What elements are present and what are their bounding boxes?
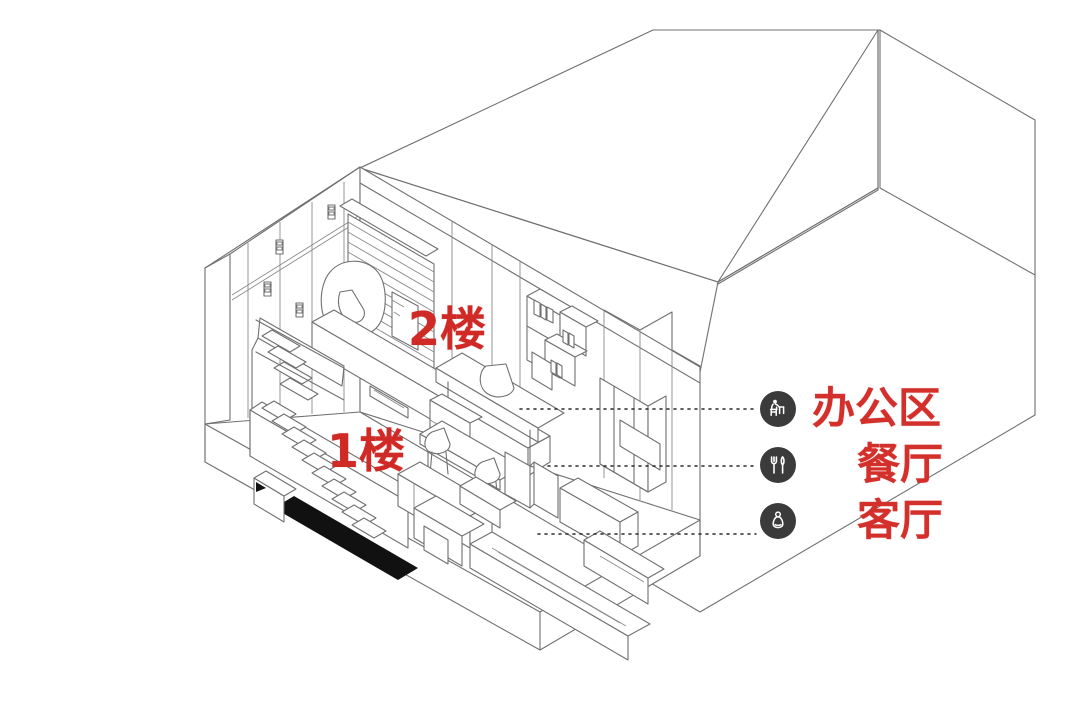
legend-item-living[interactable]: 客厅 (760, 498, 970, 544)
floor-label-2f: 2楼 (408, 302, 487, 356)
right-exterior-wall (699, 187, 879, 373)
side-panel-2f (391, 291, 419, 351)
legend-label-living: 客厅 (857, 495, 943, 546)
media-console-1f (469, 531, 651, 661)
fork-and-knife-icon (760, 447, 796, 483)
person-at-desk-icon (760, 391, 796, 427)
tv-panel-1f (504, 451, 559, 519)
legend-label-dining: 餐厅 (857, 439, 943, 490)
legend-item-office[interactable]: 办公区 (760, 386, 952, 432)
staircase-upper-flight (251, 317, 345, 409)
ceiling-beam (369, 385, 409, 419)
under-stair-box (253, 470, 297, 523)
leader-lines (519, 408, 757, 535)
floor-label-1f: 1楼 (327, 424, 406, 478)
desk-2f (435, 352, 565, 469)
right-wall-recess (603, 309, 701, 471)
legend-label-office: 办公区 (812, 383, 941, 434)
right-cabinets-1f (559, 477, 665, 605)
bookshelf-2f (526, 288, 599, 391)
seated-person-icon (760, 503, 796, 539)
legend-item-dining[interactable]: 餐厅 (760, 442, 970, 488)
staircase-lower-flight (249, 400, 421, 580)
